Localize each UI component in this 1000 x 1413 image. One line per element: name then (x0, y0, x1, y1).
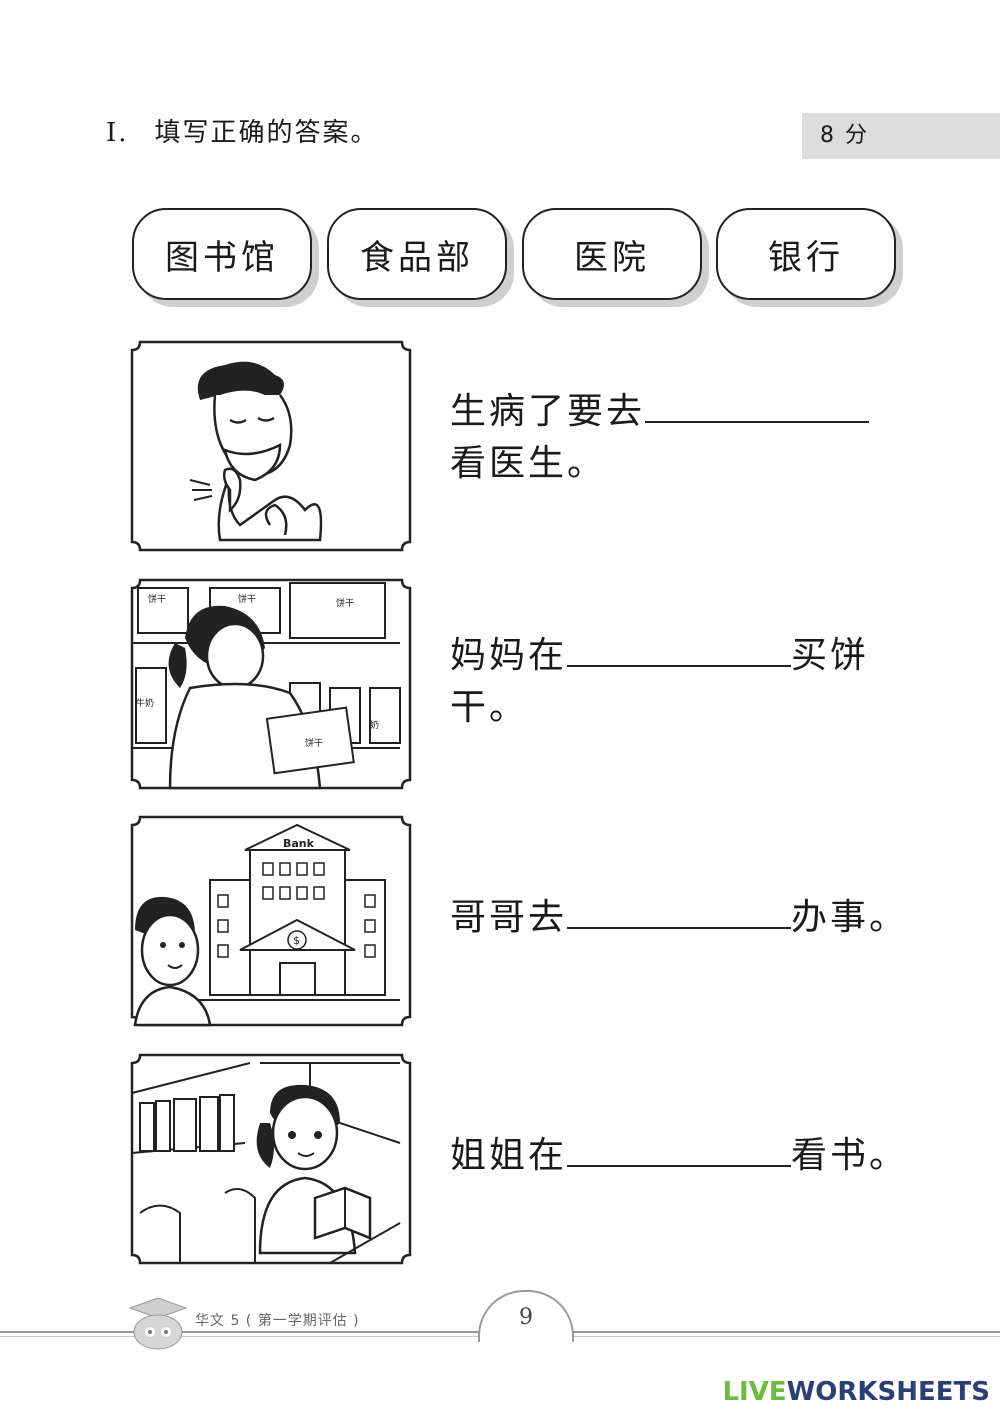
sentence-4-text: 姐姐在 (450, 1135, 568, 1176)
word-bank-item-library[interactable]: 图书馆 (132, 208, 312, 300)
sentence-3-text: 哥哥去 (450, 897, 568, 938)
biscuit-label-3: 饼干 (336, 597, 354, 609)
biscuit-label-1: 饼干 (148, 593, 166, 605)
sentence-2: 妈妈在 买饼 干。 (450, 630, 920, 734)
sick-boy-illustration (130, 340, 412, 552)
liveworksheets-logo: LIVEWORKSHEETS (722, 1377, 990, 1407)
answer-blank-3[interactable] (567, 897, 792, 929)
bank-dollar-symbol: $ (293, 934, 300, 947)
brand-live: LIVE (722, 1377, 787, 1407)
brand-worksheets: WORKSHEETS (786, 1377, 990, 1407)
bank-illustration: Bank $ (130, 815, 412, 1027)
question-instruction: 填写正确的答案。 (154, 118, 379, 148)
sentence-2-text: 妈妈在 (450, 635, 568, 676)
page-number: 9 (478, 1290, 574, 1342)
sentence-3-after: 办事。 (791, 897, 909, 938)
sentence-1: 生病了要去 看医生。 (450, 386, 920, 490)
sentence-1-line2: 看医生。 (450, 443, 607, 484)
sentence-2-after: 买饼 (791, 635, 870, 676)
word-bank-item-bank[interactable]: 银行 (716, 208, 896, 300)
word-bank-item-hospital[interactable]: 医院 (522, 208, 702, 300)
bank-sign: Bank (283, 837, 315, 850)
library-illustration (130, 1053, 412, 1265)
answer-blank-4[interactable] (567, 1135, 792, 1167)
biscuit-box-label: 饼干 (305, 737, 323, 749)
sentence-3: 哥哥去 办事。 (450, 892, 920, 944)
score-badge: 8 分 (802, 113, 1000, 159)
sentence-4-after: 看书。 (791, 1135, 909, 1176)
milk-label-2: 奶 (370, 719, 379, 731)
question-number: I. (106, 118, 129, 148)
sentence-4: 姐姐在 看书。 (450, 1130, 920, 1182)
mascot-graduation-icon (128, 1297, 188, 1350)
answer-blank-1[interactable] (645, 391, 870, 423)
answer-blank-2[interactable] (567, 635, 792, 667)
footer-book-title: 华文 5 ( 第一学期评估 ) (195, 1313, 360, 1329)
sentence-1-text: 生病了要去 (450, 391, 646, 432)
question-title: I. 填写正确的答案。 (106, 112, 379, 149)
biscuit-label-2: 饼干 (238, 593, 256, 605)
store-illustration: 饼干 饼干 饼干 牛奶 奶 饼干 (130, 578, 412, 790)
word-bank-item-food-dept[interactable]: 食品部 (327, 208, 507, 300)
sentence-2-line2: 干。 (450, 687, 529, 728)
milk-label-1: 牛奶 (136, 697, 154, 709)
